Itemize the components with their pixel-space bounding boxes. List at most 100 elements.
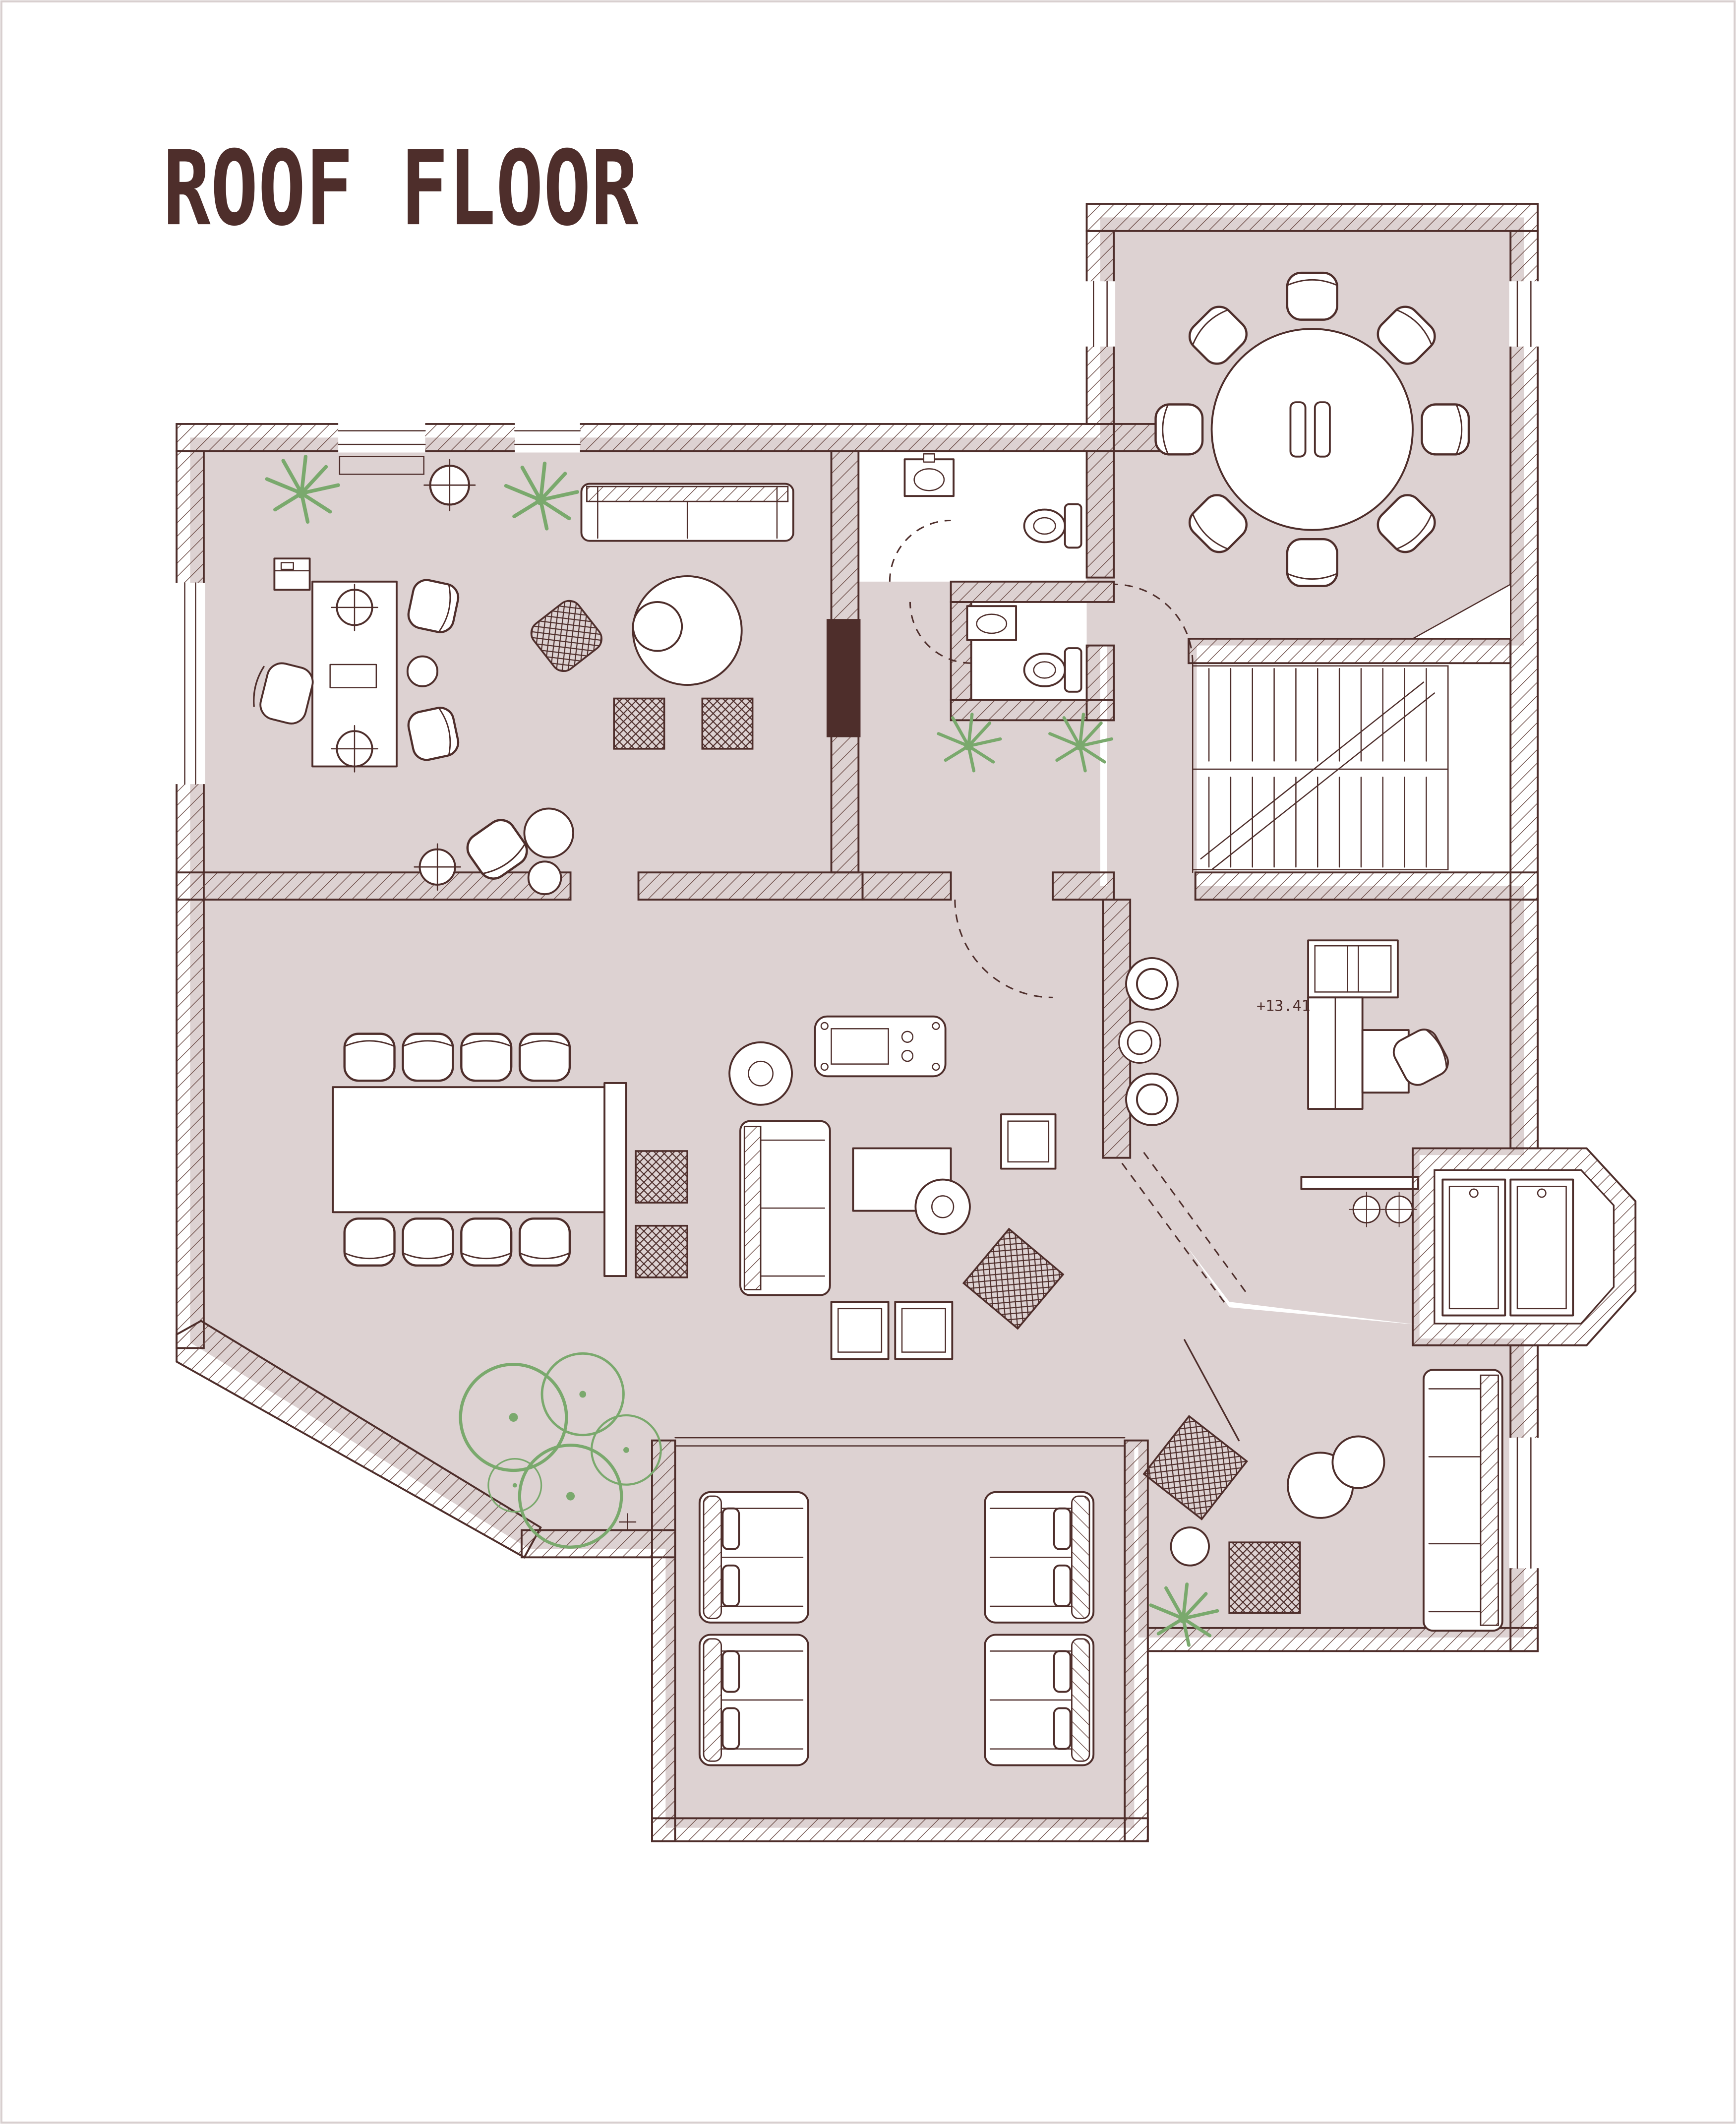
wall-sofa [580, 483, 794, 542]
wall-segment [176, 871, 572, 901]
dining-room-furniture [1156, 273, 1469, 586]
washbasin [966, 605, 1018, 641]
wall-segment [1188, 637, 1512, 665]
toilet [1023, 503, 1082, 549]
stair-break-line [1200, 681, 1436, 870]
elevator-car [1441, 1178, 1506, 1317]
bar-stool [1125, 1072, 1179, 1126]
plants [267, 457, 1217, 1645]
keyboard [329, 664, 377, 688]
wall-segment [1509, 899, 1539, 1150]
wall-segment [950, 580, 1115, 603]
door-swing [909, 602, 971, 664]
outdoor-sofa [698, 1491, 809, 1624]
wall-segment [1194, 871, 1539, 901]
desk-chair [253, 662, 314, 725]
wall-segment [1052, 871, 1115, 901]
round-side-table [1331, 1435, 1385, 1489]
outdoor-sofa [1423, 1369, 1503, 1632]
great-room-furniture [332, 1015, 1065, 1360]
door-swing [1114, 583, 1194, 664]
refrigerator [1307, 939, 1399, 999]
washbasin [903, 453, 955, 497]
radiator [339, 456, 424, 475]
elevation-label: +13.41 [1257, 998, 1311, 1015]
stool [527, 860, 562, 895]
outdoor-sofa [984, 1634, 1095, 1766]
window [1085, 280, 1116, 347]
windows [175, 280, 1539, 1569]
window [337, 423, 426, 453]
wall-segment [861, 871, 952, 901]
window [1509, 1437, 1539, 1569]
round-stool [914, 1178, 971, 1235]
door-leaf [826, 619, 861, 737]
nesting-table [632, 601, 683, 652]
kitchen-chair [1392, 1029, 1449, 1086]
wall-segment [1085, 450, 1115, 579]
outdoor-sofa [984, 1491, 1095, 1624]
kitchen-bar: +13.41 [1118, 939, 1449, 1228]
conference-table [332, 1086, 612, 1214]
wall-segment [651, 1439, 676, 1842]
elevator-car [1509, 1178, 1574, 1317]
round-dining-table [1210, 328, 1414, 531]
right-terrace [1142, 1339, 1503, 1632]
guest-chair [406, 705, 461, 762]
bar-stool [1118, 1021, 1161, 1064]
square-table [1000, 1113, 1057, 1170]
stair-void [1412, 584, 1511, 640]
window [175, 582, 205, 785]
lounge-corner [413, 483, 794, 895]
wall-segment [176, 423, 1115, 452]
wall-segment [950, 699, 1115, 722]
wall-segment [521, 1529, 676, 1559]
wall-segment [176, 899, 205, 1349]
wall-segment [637, 871, 864, 901]
woven-pouf [613, 697, 665, 750]
window [514, 423, 581, 453]
woven-pouf [635, 1224, 688, 1278]
floor-stair-corridor [1107, 437, 1197, 907]
table-centerpiece [1289, 401, 1307, 458]
woven-pouf [701, 697, 754, 750]
tv-console [814, 1015, 947, 1078]
toilet [1023, 647, 1082, 693]
wall-segment [651, 1817, 1149, 1842]
rattan-armchair [962, 1227, 1065, 1330]
rattan-armchair [530, 600, 602, 672]
guest-chair [406, 578, 461, 635]
door-swing [889, 520, 951, 582]
outdoor-sofa [698, 1634, 809, 1766]
center-terrace [674, 1437, 1126, 1766]
wall-segment [1124, 1439, 1149, 1842]
side-table [523, 807, 574, 859]
woven-pouf [635, 1150, 688, 1204]
counter-shelf [1300, 1176, 1419, 1190]
table-centerpiece [1314, 401, 1331, 458]
window [1509, 280, 1539, 347]
staircase [1192, 584, 1511, 873]
office-area [253, 456, 475, 773]
survey-cross [618, 1513, 637, 1531]
bathrooms [889, 453, 1082, 693]
plan-title: ROOF FLOOR [163, 129, 639, 249]
bar-stool [1125, 957, 1179, 1011]
floor-pouf [830, 1301, 890, 1360]
sideboard [603, 1082, 627, 1277]
wall-segment [1146, 1627, 1539, 1652]
round-side-table [728, 1041, 793, 1106]
doors [826, 583, 1248, 1308]
lattice-side-table [1142, 1415, 1249, 1520]
floor-pouf [894, 1301, 954, 1360]
door-leaf [1184, 1339, 1240, 1442]
two-seat-sofa [739, 1120, 831, 1296]
stair-treads-upper [1208, 668, 1427, 762]
side-stool [406, 655, 439, 687]
door-swing [954, 900, 1053, 998]
round-side-table [1170, 1526, 1210, 1567]
sliding-glass-wall [674, 1437, 1126, 1447]
lattice-side-table [1228, 1541, 1301, 1614]
